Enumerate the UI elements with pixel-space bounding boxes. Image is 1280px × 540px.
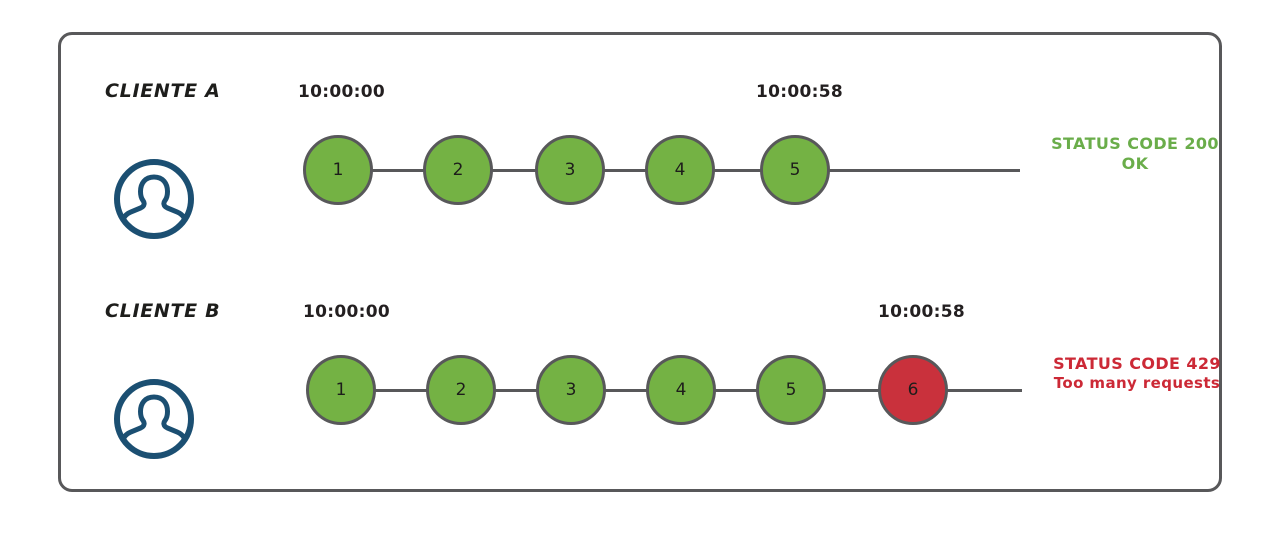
client-label-a: CLIENTE A	[105, 80, 221, 102]
status-message-text: OK	[1121, 154, 1149, 174]
client-row-b: CLIENTE B 10:00:00 10:00:58 1 2 3 4 5 6 …	[0, 282, 1280, 482]
request-node-blocked[interactable]: 6	[878, 355, 948, 425]
timestamp-end-a: 10:00:58	[756, 82, 843, 102]
request-node[interactable]: 5	[756, 355, 826, 425]
request-node[interactable]: 3	[536, 355, 606, 425]
request-node[interactable]: 2	[423, 135, 493, 205]
diagram-frame	[58, 32, 1222, 492]
client-row-a: CLIENTE A 10:00:00 10:00:58 1 2 3 4 5 ST…	[0, 62, 1280, 262]
status-badge-a: STATUS CODE 200 OK	[1020, 134, 1250, 175]
request-node[interactable]: 1	[306, 355, 376, 425]
timestamp-end-b: 10:00:58	[878, 302, 965, 322]
request-node[interactable]: 1	[303, 135, 373, 205]
request-node[interactable]: 4	[645, 135, 715, 205]
request-node[interactable]: 2	[426, 355, 496, 425]
status-message-text: Too many requests	[1053, 374, 1221, 393]
request-node[interactable]: 3	[535, 135, 605, 205]
user-avatar-icon	[113, 158, 195, 240]
user-avatar-icon	[113, 378, 195, 460]
timestamp-start-b: 10:00:00	[303, 302, 390, 322]
status-badge-b: STATUS CODE 429 Too many requests	[1022, 354, 1252, 394]
client-label-b: CLIENTE B	[105, 300, 221, 322]
request-node[interactable]: 4	[646, 355, 716, 425]
status-code-text: STATUS CODE 200	[1051, 134, 1219, 153]
request-node[interactable]: 5	[760, 135, 830, 205]
timestamp-start-a: 10:00:00	[298, 82, 385, 102]
status-code-text: STATUS CODE 429	[1053, 354, 1221, 373]
